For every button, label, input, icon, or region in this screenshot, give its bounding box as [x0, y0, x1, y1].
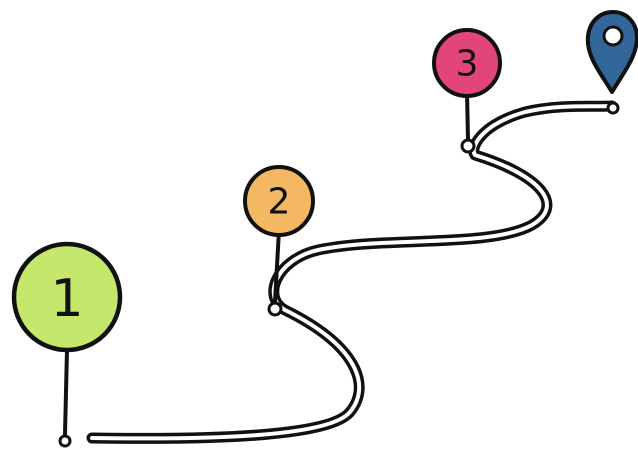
marker-anchor [606, 101, 620, 115]
winding-road [86, 100, 618, 444]
pin-stem [465, 90, 470, 142]
pin-anchor [58, 434, 72, 448]
road-outline [86, 100, 618, 444]
pin-stem [63, 348, 69, 436]
pin-anchor [267, 301, 283, 317]
milestone-number-1: 1 [50, 269, 83, 329]
milestone-number-2: 2 [268, 182, 291, 223]
milestone-pin-3: 3 [432, 28, 502, 154]
destination-marker [585, 10, 638, 115]
pin-head [432, 28, 502, 98]
pin-head [11, 241, 123, 353]
milestone-pin-2: 2 [243, 165, 315, 317]
pin-head [243, 165, 315, 237]
road-lane [90, 104, 614, 441]
pin-stem [273, 228, 281, 304]
marker-hole [602, 25, 624, 47]
milestone-pin-1: 1 [11, 241, 123, 448]
map-marker-icon [585, 10, 638, 94]
pin-anchor [460, 138, 476, 154]
milestone-number-3: 3 [456, 44, 479, 85]
